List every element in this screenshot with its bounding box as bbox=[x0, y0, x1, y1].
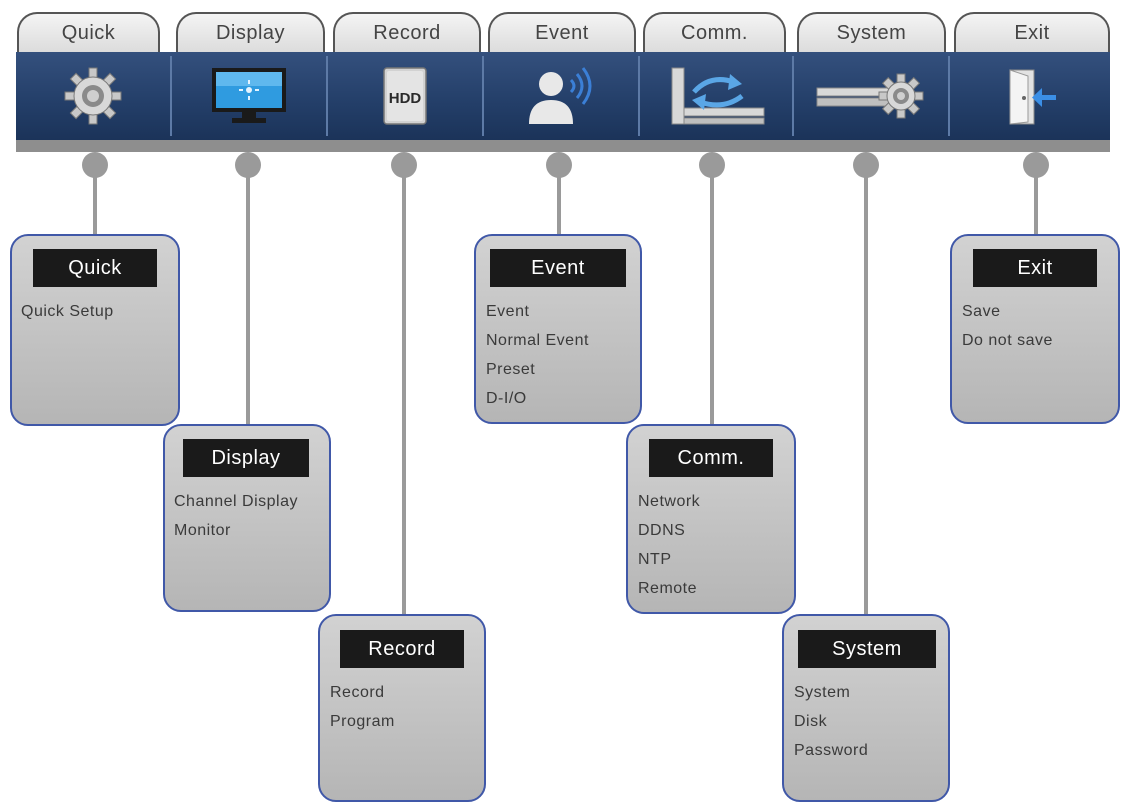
event-button[interactable] bbox=[484, 52, 638, 140]
menu-item-ddns[interactable]: DDNS bbox=[638, 522, 686, 539]
submenu-system: System System Disk Password bbox=[782, 614, 950, 802]
submenu-quick: Quick Quick Setup bbox=[10, 234, 180, 426]
submenu-comm: Comm. Network DDNS NTP Remote bbox=[626, 424, 796, 614]
connector-line-display bbox=[246, 176, 250, 426]
monitor-icon bbox=[212, 68, 286, 123]
tab-quick[interactable]: Quick bbox=[17, 12, 160, 52]
menu-item-disk[interactable]: Disk bbox=[794, 713, 828, 730]
submenu-event: Event Event Normal Event Preset D-I/O bbox=[474, 234, 642, 424]
quick-button[interactable] bbox=[16, 52, 170, 140]
display-button[interactable] bbox=[172, 52, 326, 140]
submenu-items: Network DDNS NTP Remote bbox=[638, 487, 700, 603]
connector-line-event bbox=[557, 176, 561, 236]
toolbar-separator bbox=[792, 56, 794, 136]
menu-item-ntp[interactable]: NTP bbox=[638, 551, 672, 568]
connector-dot-display bbox=[235, 152, 261, 178]
gear-icon bbox=[64, 67, 122, 125]
menu-item-remote[interactable]: Remote bbox=[638, 580, 698, 597]
tab-system[interactable]: System bbox=[797, 12, 946, 52]
connector-dot-record bbox=[391, 152, 417, 178]
submenu-title: Event bbox=[490, 249, 626, 287]
toolbar-separator bbox=[170, 56, 172, 136]
submenu-title: System bbox=[798, 630, 936, 668]
connector-line-record bbox=[402, 176, 406, 616]
record-button[interactable]: HDD bbox=[328, 52, 482, 140]
network-transfer-icon bbox=[671, 67, 765, 125]
connector-dot-system bbox=[853, 152, 879, 178]
connector-dot-comm bbox=[699, 152, 725, 178]
submenu-exit: Exit Save Do not save bbox=[950, 234, 1120, 424]
menu-item-network[interactable]: Network bbox=[638, 493, 701, 510]
menu-item-d-io[interactable]: D-I/O bbox=[486, 390, 527, 407]
connector-line-comm bbox=[710, 176, 714, 424]
connector-bar bbox=[16, 140, 1110, 152]
person-signal-icon bbox=[529, 67, 592, 124]
submenu-title: Quick bbox=[33, 249, 157, 287]
submenu-title: Display bbox=[183, 439, 309, 477]
tab-event[interactable]: Event bbox=[488, 12, 636, 52]
submenu-title: Record bbox=[340, 630, 464, 668]
menu-item-preset[interactable]: Preset bbox=[486, 361, 536, 378]
menu-item-password[interactable]: Password bbox=[794, 742, 869, 759]
menu-item-system[interactable]: System bbox=[794, 684, 851, 701]
submenu-display: Display Channel Display Monitor bbox=[163, 424, 331, 612]
menu-item-save[interactable]: Save bbox=[962, 303, 1001, 320]
connector-dot-event bbox=[546, 152, 572, 178]
connector-dot-exit bbox=[1023, 152, 1049, 178]
submenu-items: Channel Display Monitor bbox=[174, 487, 298, 545]
connector-line-exit bbox=[1034, 176, 1038, 236]
toolbar-separator bbox=[638, 56, 640, 136]
connector-line-quick bbox=[93, 176, 97, 234]
menu-item-record[interactable]: Record bbox=[330, 684, 385, 701]
menu-item-quick-setup[interactable]: Quick Setup bbox=[21, 303, 114, 320]
connector-line-system bbox=[864, 176, 868, 616]
menu-item-monitor[interactable]: Monitor bbox=[174, 522, 231, 539]
menu-item-event[interactable]: Event bbox=[486, 303, 530, 320]
menu-item-program[interactable]: Program bbox=[330, 713, 395, 730]
submenu-items: Event Normal Event Preset D-I/O bbox=[486, 297, 589, 413]
icon-toolbar bbox=[16, 52, 1110, 140]
hdd-icon: HDD bbox=[383, 67, 427, 125]
submenu-items: Save Do not save bbox=[962, 297, 1053, 355]
connector-dot-quick bbox=[82, 152, 108, 178]
menu-item-normal-event[interactable]: Normal Event bbox=[486, 332, 589, 349]
system-gear-icon bbox=[816, 73, 924, 119]
menu-item-channel-display[interactable]: Channel Display bbox=[174, 493, 299, 510]
exit-button[interactable] bbox=[950, 52, 1110, 140]
submenu-items: Quick Setup bbox=[21, 297, 114, 326]
hdd-icon-label: HDD bbox=[389, 90, 422, 107]
tab-comm[interactable]: Comm. bbox=[643, 12, 786, 52]
submenu-title: Exit bbox=[973, 249, 1097, 287]
submenu-items: Record Program bbox=[330, 678, 395, 736]
tab-record[interactable]: Record bbox=[333, 12, 481, 52]
tab-display[interactable]: Display bbox=[176, 12, 325, 52]
menu-item-do-not-save[interactable]: Do not save bbox=[962, 332, 1053, 349]
comm-button[interactable] bbox=[640, 52, 792, 140]
toolbar-separator bbox=[326, 56, 328, 136]
toolbar-separator bbox=[482, 56, 484, 136]
system-button[interactable] bbox=[794, 52, 948, 140]
submenu-record: Record Record Program bbox=[318, 614, 486, 802]
submenu-title: Comm. bbox=[649, 439, 773, 477]
submenu-items: System Disk Password bbox=[794, 678, 868, 765]
exit-door-icon bbox=[1009, 69, 1056, 125]
toolbar-separator bbox=[948, 56, 950, 136]
tab-exit[interactable]: Exit bbox=[954, 12, 1110, 52]
